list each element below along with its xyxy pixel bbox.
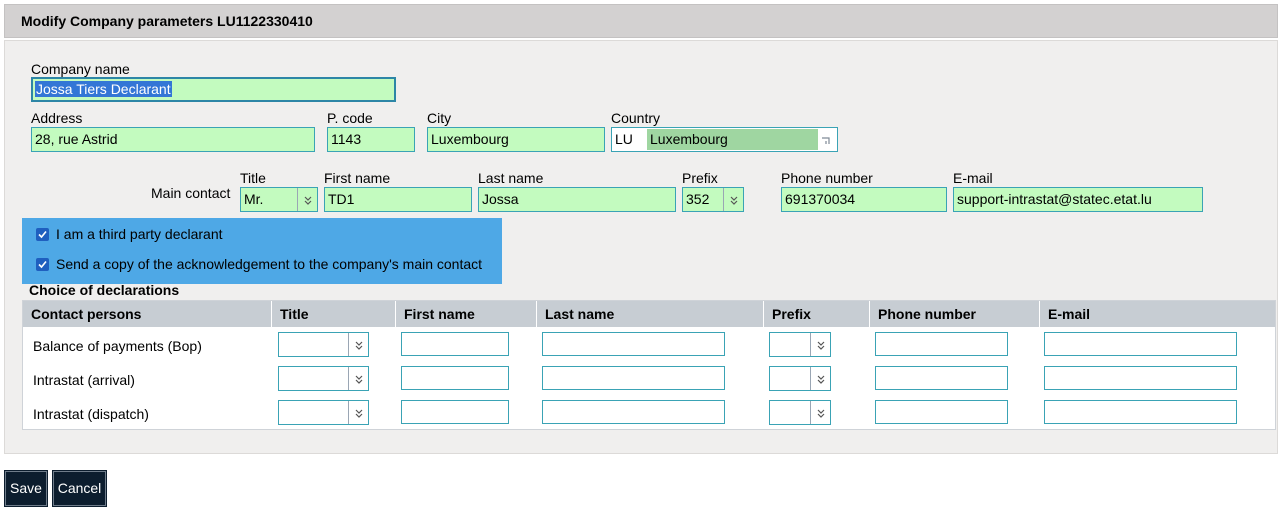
options-box: I am a third party declarant Send a copy…: [22, 218, 502, 284]
declarations-title: Choice of declarations: [29, 282, 180, 298]
country-label: Country: [611, 110, 661, 126]
chevron-down-icon: [348, 333, 368, 356]
row-first-name-input[interactable]: [401, 366, 509, 390]
prefix-select[interactable]: 352: [682, 187, 744, 212]
send-copy-label: Send a copy of the acknowledgement to th…: [56, 256, 483, 272]
col-title: Title: [272, 301, 396, 327]
row-title-select[interactable]: [278, 400, 369, 425]
title-value: Mr.: [244, 191, 264, 207]
company-name-value: Jossa Tiers Declarant: [35, 81, 172, 97]
declarations-table: Contact persons Title First name Last na…: [22, 300, 1276, 430]
main-contact-label: Main contact: [151, 185, 231, 201]
address-label: Address: [31, 110, 83, 126]
email-label: E-mail: [953, 170, 993, 186]
row-email-input[interactable]: [1044, 366, 1237, 390]
row-prefix-select[interactable]: [769, 366, 831, 391]
country-selector[interactable]: LU Luxembourg: [611, 127, 838, 152]
company-name-label: Company name: [31, 61, 130, 77]
row-prefix-select[interactable]: [769, 332, 831, 357]
city-label: City: [427, 110, 452, 126]
chevron-down-icon: [810, 367, 830, 390]
col-first-name: First name: [396, 301, 537, 327]
prefix-label: Prefix: [682, 170, 718, 186]
checkbox-checked-icon[interactable]: [36, 257, 49, 271]
row-last-name-input[interactable]: [542, 366, 725, 390]
cancel-button[interactable]: Cancel: [52, 470, 107, 507]
table-header: Contact persons Title First name Last na…: [23, 301, 1275, 327]
chevron-down-icon: [810, 333, 830, 356]
send-copy-option[interactable]: Send a copy of the acknowledgement to th…: [36, 256, 482, 272]
row-phone-input[interactable]: [875, 366, 1008, 390]
country-code: LU: [615, 131, 633, 147]
col-email: E-mail: [1048, 306, 1091, 322]
col-prefix: Prefix: [764, 301, 870, 327]
chevron-down-icon: [297, 188, 317, 211]
phone-field[interactable]: 691370034: [781, 187, 947, 212]
row-label-bop: Balance of payments (Bop): [33, 338, 202, 354]
address-field[interactable]: 28, rue Astrid: [31, 127, 315, 152]
chevron-down-icon: [810, 401, 830, 424]
first-name-field[interactable]: TD1: [324, 187, 472, 212]
email-field[interactable]: support-intrastat@statec.etat.lu: [953, 187, 1203, 212]
row-phone-input[interactable]: [875, 400, 1008, 424]
col-phone: Phone number: [870, 301, 1040, 327]
row-email-input[interactable]: [1044, 400, 1237, 424]
row-phone-input[interactable]: [875, 332, 1008, 356]
city-field[interactable]: Luxembourg: [427, 127, 605, 152]
row-first-name-input[interactable]: [401, 400, 509, 424]
third-party-option[interactable]: I am a third party declarant: [36, 226, 223, 242]
row-first-name-input[interactable]: [401, 332, 509, 356]
country-name: Luxembourg: [647, 129, 818, 150]
row-label-dispatch: Intrastat (dispatch): [33, 406, 149, 422]
company-name-field[interactable]: Jossa Tiers Declarant: [31, 77, 396, 102]
lookup-icon[interactable]: [818, 131, 834, 148]
dialog-title: Modify Company parameters LU1122330410: [4, 4, 1278, 38]
last-name-label: Last name: [478, 170, 544, 186]
row-prefix-select[interactable]: [769, 400, 831, 425]
third-party-label: I am a third party declarant: [56, 226, 223, 242]
prefix-value: 352: [686, 191, 710, 207]
last-name-field[interactable]: Jossa: [478, 187, 676, 212]
title-label: Title: [240, 170, 266, 186]
title-select[interactable]: Mr.: [240, 187, 318, 212]
checkbox-checked-icon[interactable]: [36, 227, 49, 241]
pcode-label: P. code: [327, 110, 373, 126]
col-contact-persons: Contact persons: [23, 301, 272, 327]
col-last-name: Last name: [537, 301, 764, 327]
row-title-select[interactable]: [278, 332, 369, 357]
save-button[interactable]: Save: [4, 470, 48, 507]
row-title-select[interactable]: [278, 366, 369, 391]
first-name-label: First name: [324, 170, 391, 186]
row-last-name-input[interactable]: [542, 400, 725, 424]
pcode-field[interactable]: 1143: [327, 127, 415, 152]
row-last-name-input[interactable]: [542, 332, 725, 356]
row-label-arrival: Intrastat (arrival): [33, 372, 135, 388]
chevron-down-icon: [348, 367, 368, 390]
chevron-down-icon: [723, 188, 743, 211]
chevron-down-icon: [348, 401, 368, 424]
phone-label: Phone number: [781, 170, 873, 186]
row-email-input[interactable]: [1044, 332, 1237, 356]
